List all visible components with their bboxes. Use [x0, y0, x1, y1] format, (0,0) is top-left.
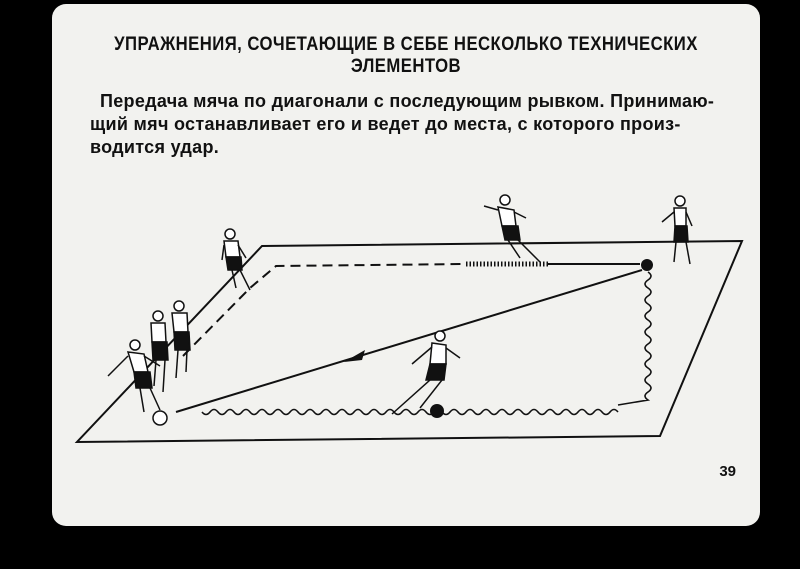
title-line-2: ЭЛЕМЕНТОВ: [350, 56, 462, 77]
description-line-3: водится удар.: [90, 137, 220, 157]
player-sprinting: [483, 194, 541, 263]
player-dribbling: [391, 330, 461, 415]
dribble-path: [201, 271, 652, 416]
ball-left: [152, 410, 168, 426]
player-receiving: [107, 339, 161, 413]
page-number: 39: [719, 463, 736, 480]
ball-dribble: [430, 404, 444, 418]
description-line-1: Передача мяча по диагонали с последующим…: [100, 91, 715, 111]
player-left-top: [221, 228, 251, 291]
exercise-diagram: [74, 194, 744, 444]
dashed-run-path: [182, 263, 467, 357]
player-group-left: [150, 300, 191, 393]
description-line-2: щий мяч останавливает его и ведет до мес…: [90, 114, 681, 134]
slide: УПРАЖНЕНИЯ, СОЧЕТАЮЩИЕ В СЕБЕ НЕСКОЛЬКО …: [52, 4, 760, 526]
slide-title: УПРАЖНЕНИЯ, СОЧЕТАЮЩИЕ В СЕБЕ НЕСКОЛЬКО …: [112, 34, 700, 78]
exercise-description: Передача мяча по диагонали с последующим…: [90, 90, 740, 159]
arrow-head: [344, 350, 365, 362]
diagonal-pass-arrow: [175, 269, 643, 413]
ball-top-right: [641, 259, 653, 271]
title-line-1: УПРАЖНЕНИЯ, СОЧЕТАЮЩИЕ В СЕБЕ НЕСКОЛЬКО …: [114, 34, 698, 55]
player-top-right: [661, 195, 693, 265]
